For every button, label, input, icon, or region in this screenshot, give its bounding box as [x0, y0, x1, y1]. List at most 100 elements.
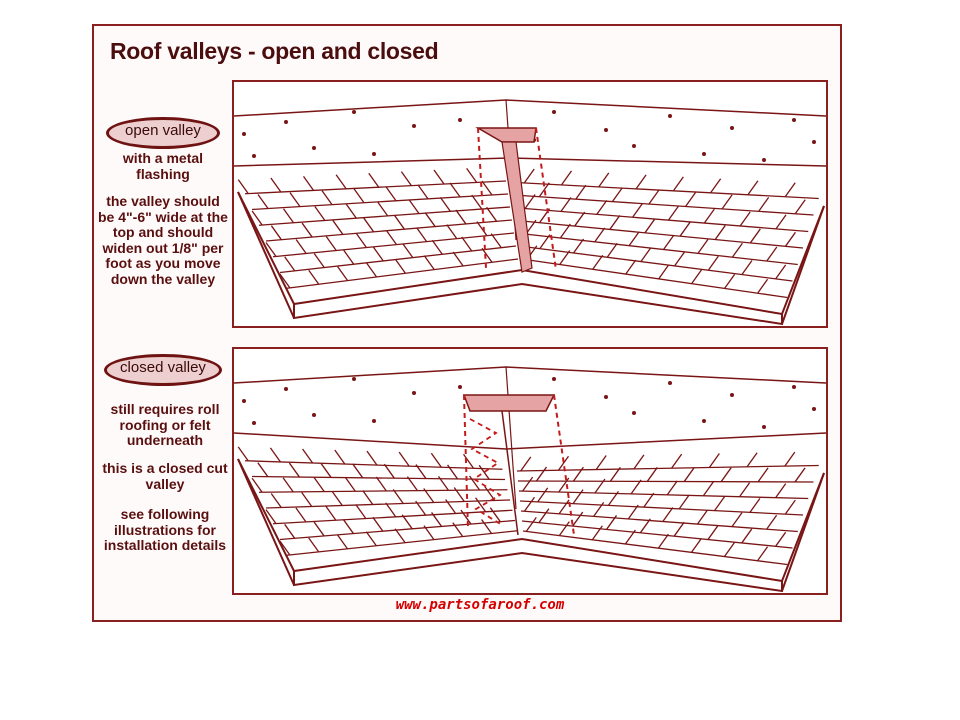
shingle-joint — [663, 235, 675, 250]
shingle-joint — [643, 492, 655, 508]
shingle-joint — [749, 497, 761, 513]
shingle-joint — [607, 490, 619, 506]
nail-dot — [312, 413, 316, 417]
shingle-joint — [606, 242, 618, 258]
shingle-joint — [398, 451, 410, 467]
shingle-joint — [433, 169, 445, 185]
shingle-joint — [757, 278, 769, 294]
shingle-joint — [784, 182, 796, 198]
closed-cut-line — [501, 410, 519, 536]
nail-dot — [372, 152, 376, 156]
shingle-joint — [741, 528, 753, 544]
nail-dot — [668, 114, 672, 118]
shingle-joint — [523, 168, 535, 184]
nail-dot — [552, 110, 556, 114]
shingle-joint — [423, 525, 435, 541]
shingle-joint — [394, 528, 406, 544]
shingle-joint — [431, 512, 443, 527]
shingle-course-line — [520, 510, 798, 533]
shingle-joint — [662, 507, 674, 522]
nail-dot — [730, 126, 734, 130]
shingle-joint — [481, 180, 493, 196]
shingle-joint — [628, 231, 640, 247]
shingle-joint — [237, 179, 249, 194]
shingle-joint — [609, 466, 621, 482]
shingle-joint — [524, 194, 536, 209]
shingle-joint — [557, 455, 570, 471]
nail-dot — [252, 421, 256, 425]
shingle-course-line — [258, 206, 511, 226]
shingle-joint — [417, 184, 429, 200]
nail-dot — [604, 128, 608, 132]
shingle-joint — [270, 225, 282, 241]
open-valley-note-flashing: with a metal flashing — [122, 150, 204, 182]
shingle-joint — [624, 529, 636, 545]
shingle-joint — [627, 504, 639, 520]
rake-edge-left — [237, 191, 295, 319]
shingle-joint — [415, 464, 427, 479]
shingle-joint — [455, 209, 467, 225]
shingle-course-line — [272, 509, 513, 525]
nail-dot — [762, 158, 766, 162]
nail-dot — [412, 391, 416, 395]
flashing-top — [475, 127, 537, 143]
shingle-joint — [334, 449, 346, 465]
shingle-joint — [598, 172, 610, 188]
shingle-joint — [572, 466, 584, 482]
shingle-joint — [295, 239, 307, 254]
shingle-joint — [592, 254, 604, 270]
shingle-joint — [784, 451, 796, 467]
shingle-joint — [559, 223, 571, 239]
shingle-joint — [270, 493, 282, 508]
shingle-joint — [313, 477, 325, 492]
shingle-joint — [489, 507, 501, 523]
shingle-joint — [302, 448, 314, 464]
shingle-course-line — [521, 207, 809, 233]
underlay-edge-right — [553, 394, 575, 536]
shingle-joint — [352, 463, 364, 479]
shingle-joint — [365, 262, 378, 278]
shingle-joint — [731, 242, 743, 258]
shingle-joint — [368, 172, 380, 188]
shingle-joint — [775, 264, 787, 280]
nail-dot — [284, 387, 288, 391]
shingle-joint — [535, 466, 547, 482]
open-valley-note-width: the valley should be 4"-6" wide at the t… — [98, 193, 228, 287]
closed-valley-roof-drawing — [234, 366, 826, 593]
shingle-joint — [690, 537, 702, 553]
shingle-joint — [308, 537, 320, 553]
closed-valley-illustration — [232, 347, 828, 595]
shingle-joint — [313, 521, 325, 537]
shingle-joint — [449, 182, 461, 198]
shingle-joint — [703, 208, 715, 224]
shingle-joint — [658, 264, 670, 280]
shingle-joint — [406, 476, 418, 492]
shingle-joint — [639, 518, 651, 534]
nail-dot — [242, 132, 246, 136]
shingle-course-line — [522, 233, 798, 266]
shingle-joint — [644, 218, 656, 234]
shingle-joint — [558, 521, 570, 536]
shingle-joint — [289, 192, 301, 207]
shingle-joint — [282, 208, 295, 224]
shingle-joint — [270, 177, 282, 193]
shingle-joint — [402, 243, 414, 258]
shingle-joint — [337, 266, 349, 281]
shingle-joint — [691, 269, 703, 285]
shingle-joint — [723, 542, 736, 557]
shingle-joint — [741, 260, 753, 275]
shingle-joint — [301, 222, 313, 238]
shingle-joint — [678, 494, 690, 510]
shingle-joint — [366, 450, 378, 466]
shingle-joint — [336, 534, 349, 550]
shingle-joint — [575, 184, 587, 200]
shingle-joint — [466, 168, 478, 183]
shingle-joint — [392, 489, 404, 504]
shingle-joint — [696, 509, 708, 525]
shingle-joint — [707, 525, 719, 540]
shingle-joint — [596, 199, 608, 215]
nail-dot — [792, 385, 796, 389]
ridge-line — [234, 366, 826, 384]
shingle-joint — [415, 500, 427, 516]
shingle-course-line — [520, 182, 819, 200]
